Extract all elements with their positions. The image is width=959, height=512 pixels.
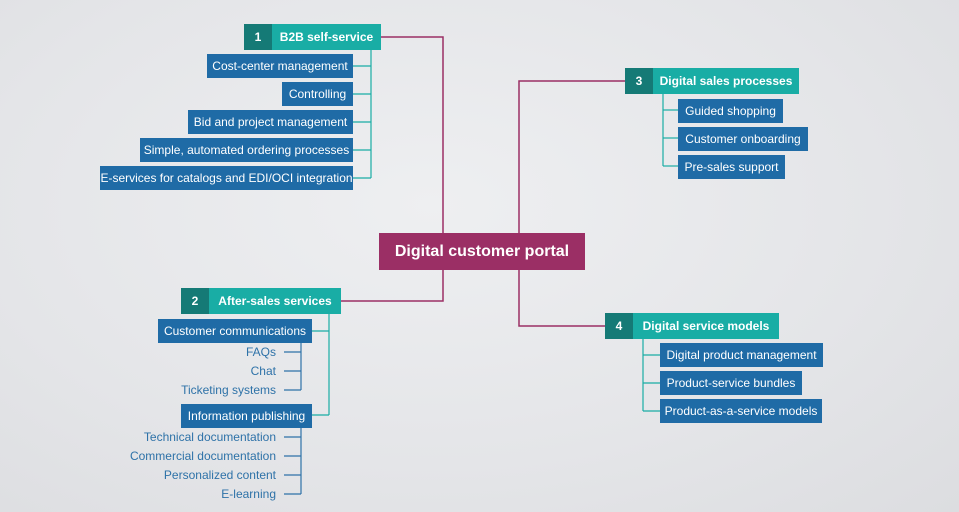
- branch-2-group: Customer communications: [158, 319, 312, 343]
- center-node: Digital customer portal: [379, 233, 585, 270]
- branch-2-subitem: Chat: [250, 364, 276, 378]
- branch-1-item: Bid and project management: [188, 110, 353, 134]
- connector-branch-3: [518, 80, 625, 233]
- branch-3-item: Guided shopping: [678, 99, 783, 123]
- connector-branch-2: [341, 270, 444, 302]
- branch-1-title: B2B self-service: [272, 24, 381, 50]
- branch-4-item: Digital product management: [660, 343, 823, 367]
- branch-3-number: 3: [625, 68, 653, 94]
- branch-3-item: Customer onboarding: [678, 127, 808, 151]
- connector-branch-4: [518, 270, 605, 327]
- branch-2-subitem: FAQs: [245, 345, 276, 359]
- branch-4-header: 4 Digital service models: [605, 313, 779, 339]
- branch-4-item: Product-as-a-service models: [660, 399, 822, 423]
- branch-4-title: Digital service models: [633, 313, 779, 339]
- branch-3-header: 3 Digital sales processes: [625, 68, 799, 94]
- branch-1-number: 1: [244, 24, 272, 50]
- branch-1-item: Simple, automated ordering processes: [140, 138, 353, 162]
- branch-3-title: Digital sales processes: [653, 68, 799, 94]
- branch-2-header: 2 After-sales services: [181, 288, 341, 314]
- branch-2-subitem: Ticketing systems: [181, 383, 276, 397]
- branch-1-header: 1 B2B self-service: [244, 24, 381, 50]
- branch-2-title: After-sales services: [209, 288, 341, 314]
- branch-2-subitem: Personalized content: [163, 468, 276, 482]
- branch-1-item: Controlling: [282, 82, 353, 106]
- branch-2-group: Information publishing: [181, 404, 312, 428]
- branch-2-subitem: Commercial documentation: [129, 449, 276, 463]
- branch-4-item: Product-service bundles: [660, 371, 802, 395]
- branch-3-item: Pre-sales support: [678, 155, 785, 179]
- branch-2-subitem: E-learning: [221, 487, 276, 501]
- branch-2-number: 2: [181, 288, 209, 314]
- branch-4-number: 4: [605, 313, 633, 339]
- branch-2-subitem: Technical documentation: [143, 430, 276, 444]
- branch-1-item: E-services for catalogs and EDI/OCI inte…: [100, 166, 353, 190]
- branch-1-item: Cost-center management: [207, 54, 353, 78]
- connector-branch-1: [381, 36, 444, 233]
